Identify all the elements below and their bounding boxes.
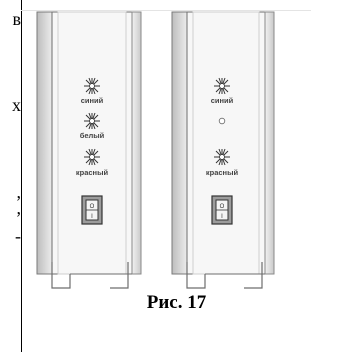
switch-off-label: O bbox=[90, 204, 95, 210]
light-label: синий bbox=[81, 96, 104, 105]
starburst-icon bbox=[84, 112, 100, 130]
starburst-icon bbox=[214, 77, 230, 95]
figure-frame-border bbox=[21, 0, 22, 352]
text-fragment: - bbox=[15, 227, 21, 245]
light-label: синий bbox=[211, 96, 234, 105]
power-switch: O I bbox=[211, 195, 233, 225]
power-switch: O I bbox=[81, 195, 103, 225]
small-circle-icon bbox=[218, 117, 226, 125]
text-fragment: х bbox=[12, 96, 21, 114]
figure-caption-text: Рис. 17 bbox=[146, 292, 207, 313]
starburst-icon bbox=[214, 148, 230, 166]
device-panel-2: синий красный O I bbox=[171, 11, 275, 289]
light-label: красный bbox=[206, 168, 239, 177]
device-panel-1: синий белый красный O bbox=[36, 11, 142, 289]
switch-on-label: I bbox=[91, 214, 93, 220]
switch-on-label: I bbox=[221, 214, 223, 220]
figure-caption: Рис. 17 bbox=[0, 292, 353, 314]
starburst-icon bbox=[84, 77, 100, 95]
figure-frame-top-line bbox=[21, 10, 311, 11]
light-label: красный bbox=[76, 168, 109, 177]
starburst-icon bbox=[84, 148, 100, 166]
light-label: белый bbox=[80, 131, 105, 140]
text-fragment: в bbox=[12, 10, 22, 28]
text-fragment: , bbox=[16, 183, 22, 201]
switch-off-label: O bbox=[220, 204, 225, 210]
text-fragment: , bbox=[16, 199, 22, 217]
